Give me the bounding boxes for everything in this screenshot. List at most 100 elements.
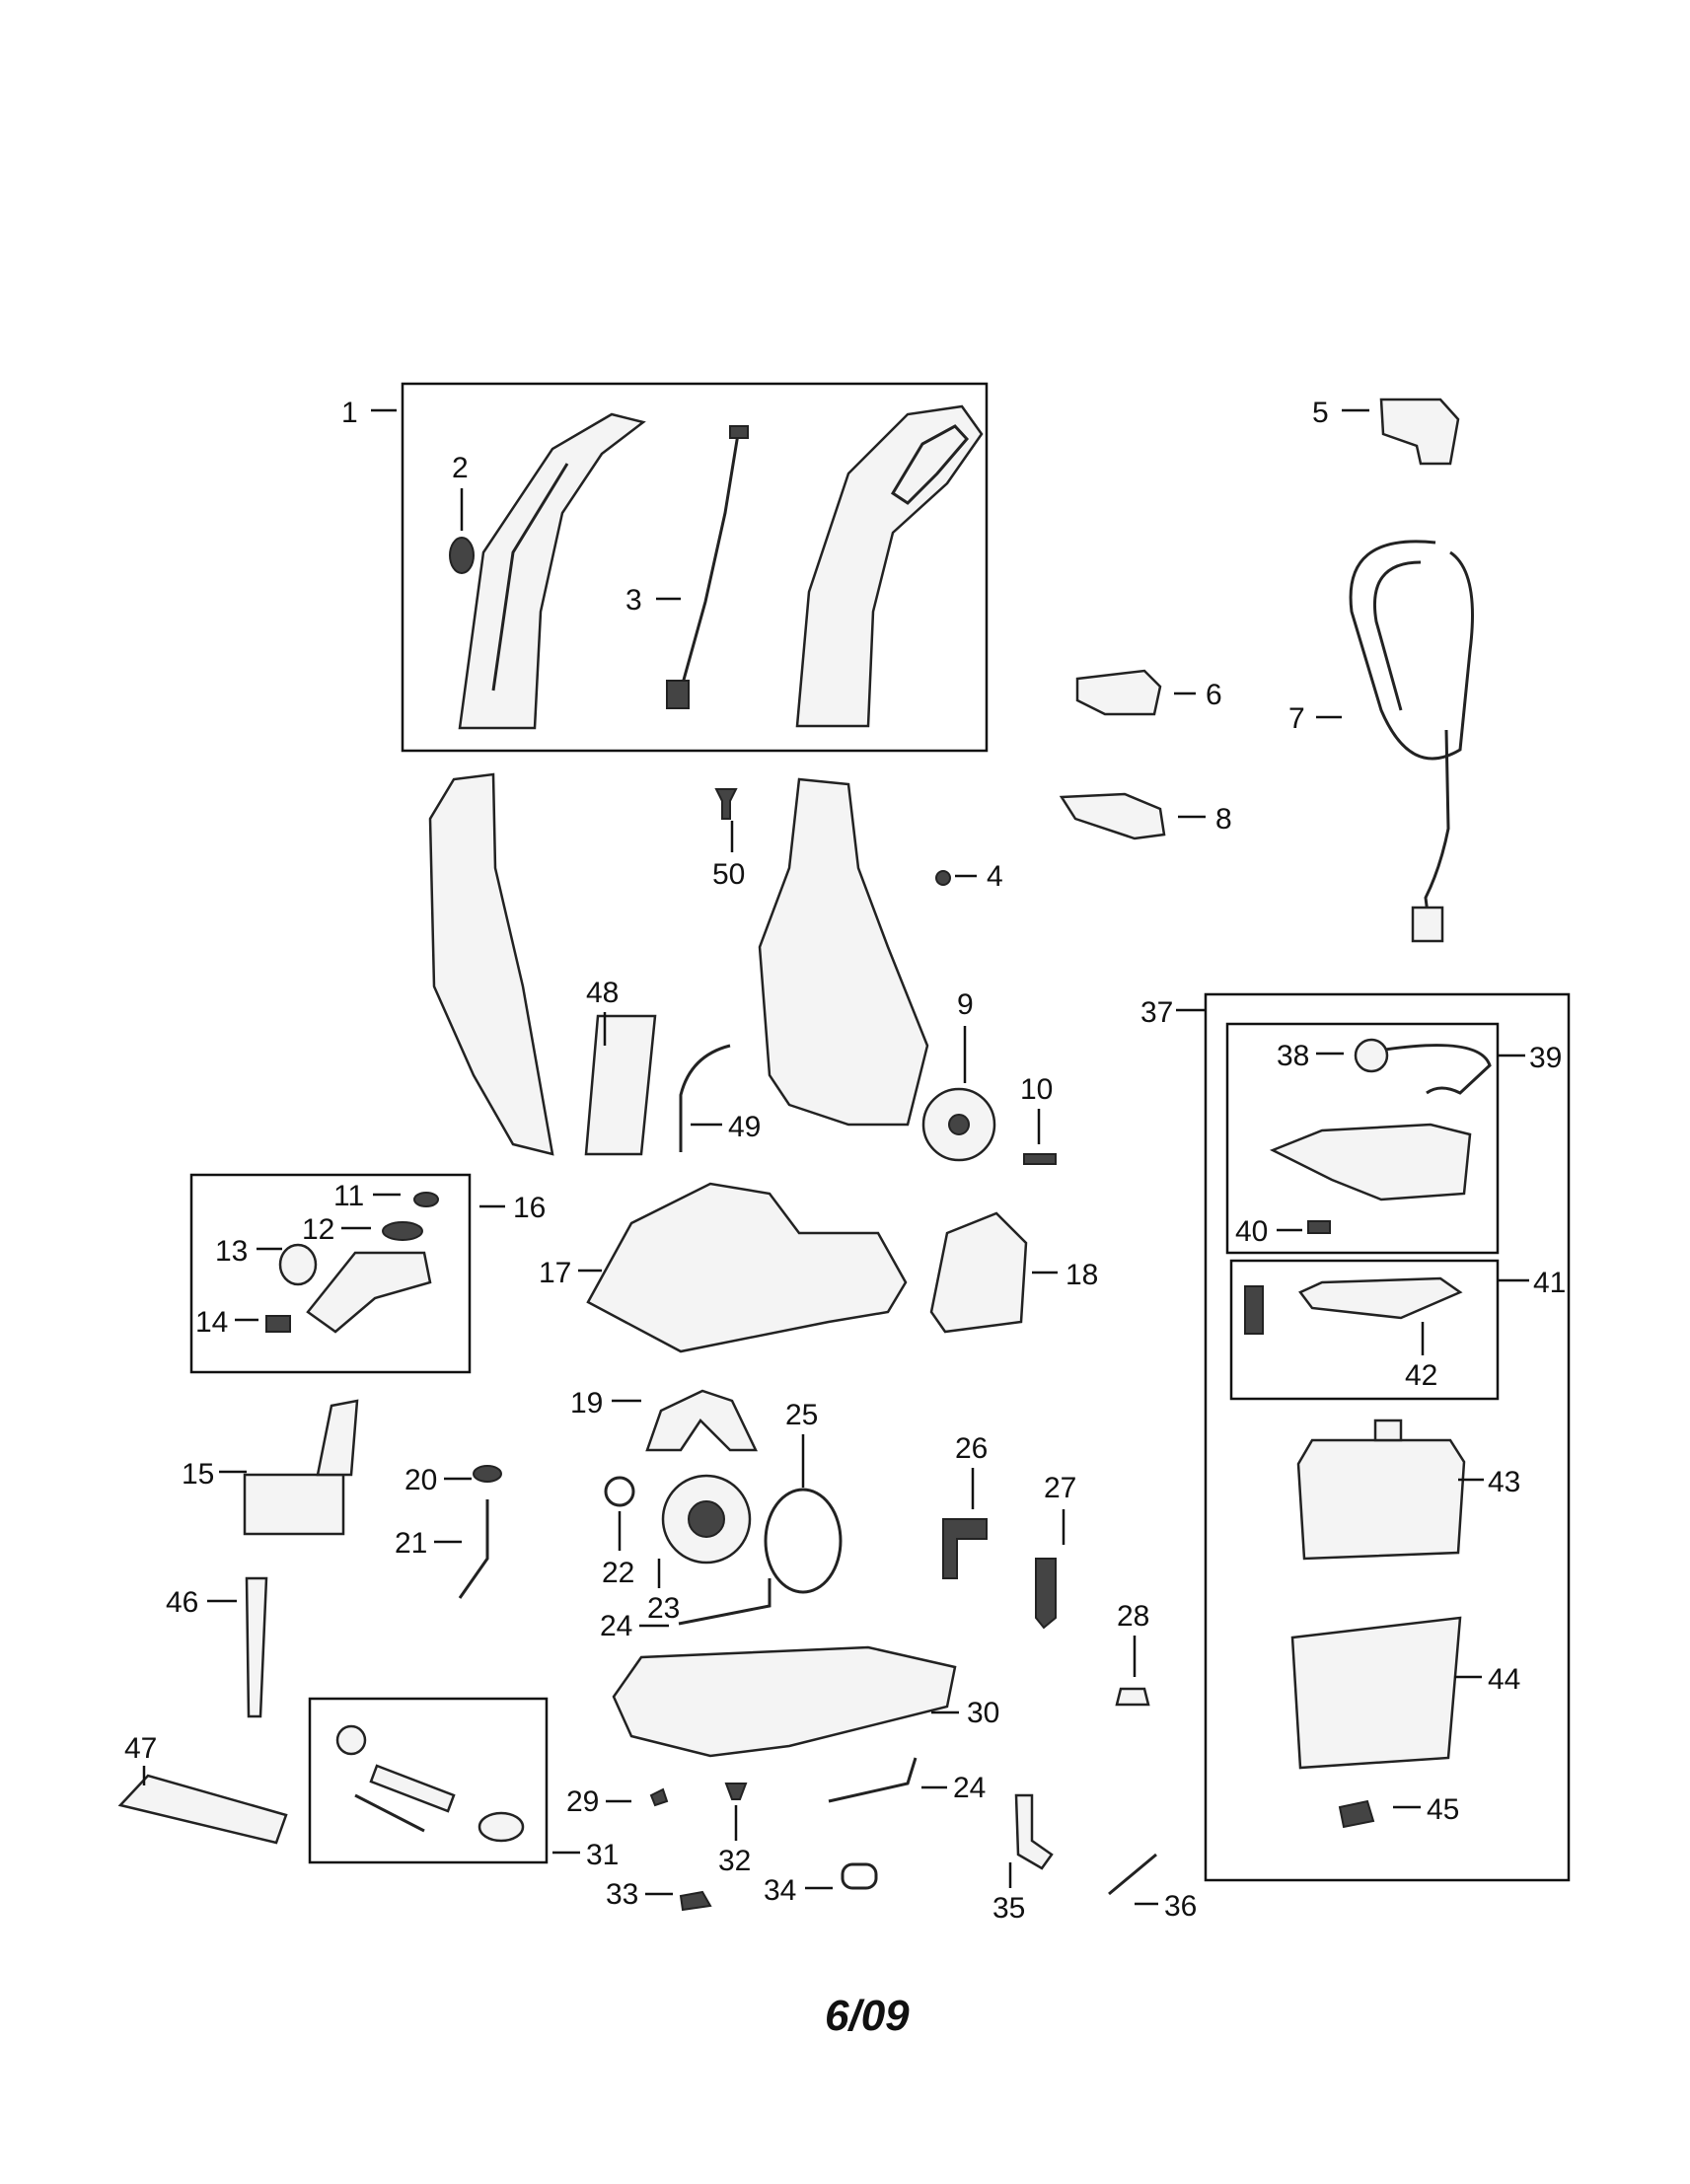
part-17-nozzle-housing — [586, 1182, 908, 1353]
part-40-seal — [1307, 1220, 1331, 1234]
callout-3: 3 — [625, 584, 642, 617]
callout-44: 44 — [1488, 1663, 1520, 1696]
callout-23: 23 — [647, 1592, 680, 1625]
callout-10: 10 — [1020, 1073, 1053, 1106]
part-18-side-panel — [929, 1211, 1028, 1334]
callout-19: 19 — [570, 1387, 603, 1420]
callout-37: 37 — [1140, 996, 1173, 1029]
part-43-tank-cap — [1373, 1419, 1403, 1442]
part-43-tank — [1296, 1438, 1466, 1561]
callout-12: 12 — [302, 1213, 334, 1246]
callout-42: 42 — [1405, 1359, 1437, 1392]
part-3-cable-connector-top — [729, 425, 749, 439]
part-11-button — [413, 1192, 439, 1207]
part-handle-grip-opening — [890, 424, 970, 505]
callout-30: 30 — [967, 1697, 999, 1729]
part-8-bracket — [1059, 792, 1166, 840]
part-handle-left-stripe — [491, 463, 569, 692]
callout-24b: 24 — [953, 1772, 986, 1804]
part-upper-frame-cover — [428, 772, 554, 1156]
part-4-plug — [935, 870, 951, 886]
part-12-spring — [382, 1221, 423, 1241]
callout-48: 48 — [586, 977, 619, 1009]
part-tank-lid — [1269, 1123, 1472, 1201]
group-box-16 — [189, 1173, 472, 1374]
callout-24a: 24 — [600, 1610, 632, 1642]
part-35-pump — [1014, 1793, 1054, 1870]
callout-50: 50 — [712, 858, 745, 891]
callout-36: 36 — [1164, 1890, 1197, 1923]
part-31-cap-left — [335, 1724, 367, 1756]
part-22-oring — [604, 1476, 635, 1507]
part-39-handle — [1384, 1044, 1492, 1095]
part-15-tool-neck — [316, 1399, 359, 1477]
part-49-tube — [679, 1044, 731, 1152]
part-34-ring — [841, 1862, 878, 1890]
part-handle-right-cover — [795, 404, 984, 728]
callout-40: 40 — [1235, 1215, 1268, 1248]
part-25-gasket — [764, 1488, 843, 1594]
date-code: 6/09 — [825, 1992, 910, 2040]
part-36-tube — [1108, 1853, 1157, 1896]
callout-34: 34 — [764, 1874, 796, 1907]
part-5-clip — [1379, 398, 1460, 466]
group-box-41 — [1229, 1259, 1500, 1401]
callout-38: 38 — [1277, 1040, 1309, 1072]
callout-9: 9 — [957, 988, 974, 1021]
part-7-hose-inner — [1373, 560, 1422, 711]
part-16-nozzle-body — [306, 1251, 432, 1334]
part-30-base — [612, 1645, 957, 1758]
part-47-foot-plate — [117, 1774, 288, 1845]
part-29-screw — [649, 1787, 669, 1807]
callout-43: 43 — [1488, 1466, 1520, 1498]
part-31-rod — [354, 1793, 425, 1833]
part-7-hose-end — [1411, 906, 1444, 943]
callout-5: 5 — [1312, 397, 1329, 429]
part-14-pad — [265, 1315, 291, 1333]
callout-45: 45 — [1427, 1793, 1459, 1826]
callout-22: 22 — [602, 1557, 634, 1589]
part-7-hose — [1349, 540, 1474, 938]
callout-14: 14 — [195, 1306, 228, 1339]
callout-20: 20 — [404, 1464, 437, 1496]
part-50-screw — [714, 788, 738, 820]
callout-32: 32 — [718, 1845, 751, 1877]
part-38-float — [1354, 1038, 1389, 1073]
callout-2: 2 — [452, 452, 469, 484]
callout-4: 4 — [987, 860, 1003, 893]
callout-15: 15 — [182, 1458, 214, 1491]
callout-6: 6 — [1206, 679, 1222, 711]
callout-29: 29 — [566, 1785, 599, 1818]
part-3-cable-harness — [679, 433, 740, 692]
callout-13: 13 — [215, 1235, 248, 1268]
callout-21: 21 — [395, 1527, 427, 1560]
callout-26: 26 — [955, 1432, 988, 1465]
part-33-tab — [679, 1890, 712, 1912]
part-24-pipe-upper — [678, 1578, 772, 1626]
part-23-motor-core — [688, 1500, 725, 1538]
callout-46: 46 — [166, 1586, 198, 1619]
part-20-nut — [473, 1465, 502, 1483]
part-24-pipe-lower — [828, 1757, 918, 1803]
callout-39: 39 — [1529, 1042, 1562, 1074]
group-box-38-39 — [1225, 1022, 1500, 1255]
part-48-brush-roll — [584, 1014, 657, 1156]
part-27-valve — [1035, 1558, 1057, 1630]
group-box-31 — [308, 1697, 549, 1864]
part-21-hose-connector — [458, 1499, 489, 1599]
group-box-37 — [1204, 992, 1571, 1882]
part-10-axle-pin — [1023, 1153, 1057, 1165]
part-31-cap-right — [478, 1811, 525, 1843]
callout-18: 18 — [1065, 1259, 1098, 1291]
part-32-clip — [724, 1783, 748, 1800]
part-motor-frame-assembly — [758, 777, 929, 1127]
part-9-wheel-hub — [948, 1114, 970, 1135]
part-15-tool-body — [243, 1473, 345, 1536]
part-26-bracket — [942, 1518, 988, 1579]
callout-8: 8 — [1215, 803, 1232, 836]
part-6-latch — [1075, 669, 1162, 716]
callout-47: 47 — [124, 1732, 157, 1765]
part-41-clip — [1244, 1285, 1264, 1335]
part-19-motor-cover — [645, 1389, 758, 1452]
